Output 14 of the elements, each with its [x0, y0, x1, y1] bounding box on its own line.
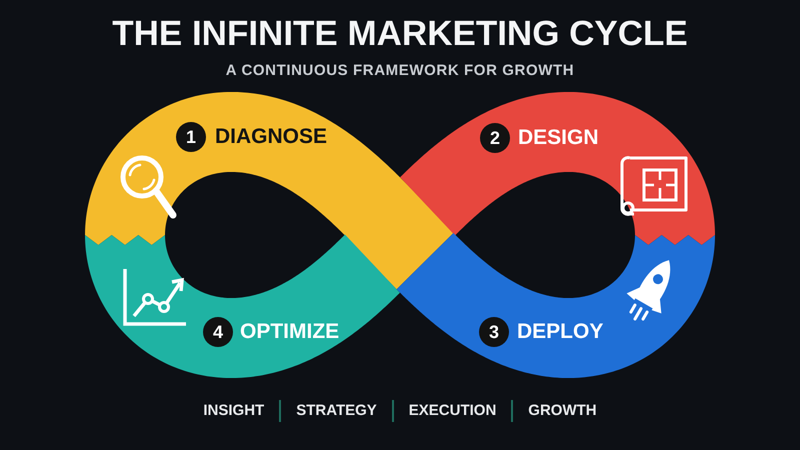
step-title: OPTIMIZE: [240, 320, 340, 344]
loop-segment: [85, 234, 400, 379]
step-title: DEPLOY: [517, 320, 604, 344]
keyword: EXECUTION: [408, 401, 496, 421]
loop-segment: [396, 232, 715, 379]
loop-segment: [85, 91, 454, 290]
keyword: STRATEGY: [296, 401, 377, 421]
step-title: DIAGNOSE: [215, 125, 328, 149]
loop-segment: [400, 91, 715, 245]
keyword: INSIGHT: [203, 401, 264, 421]
step-title: DESIGN: [518, 126, 599, 150]
title: THE INFINITE MARKETING CYCLE: [112, 14, 688, 54]
keyword: GROWTH: [528, 401, 597, 421]
subtitle: A CONTINUOUS FRAMEWORK FOR GROWTH: [226, 61, 574, 81]
